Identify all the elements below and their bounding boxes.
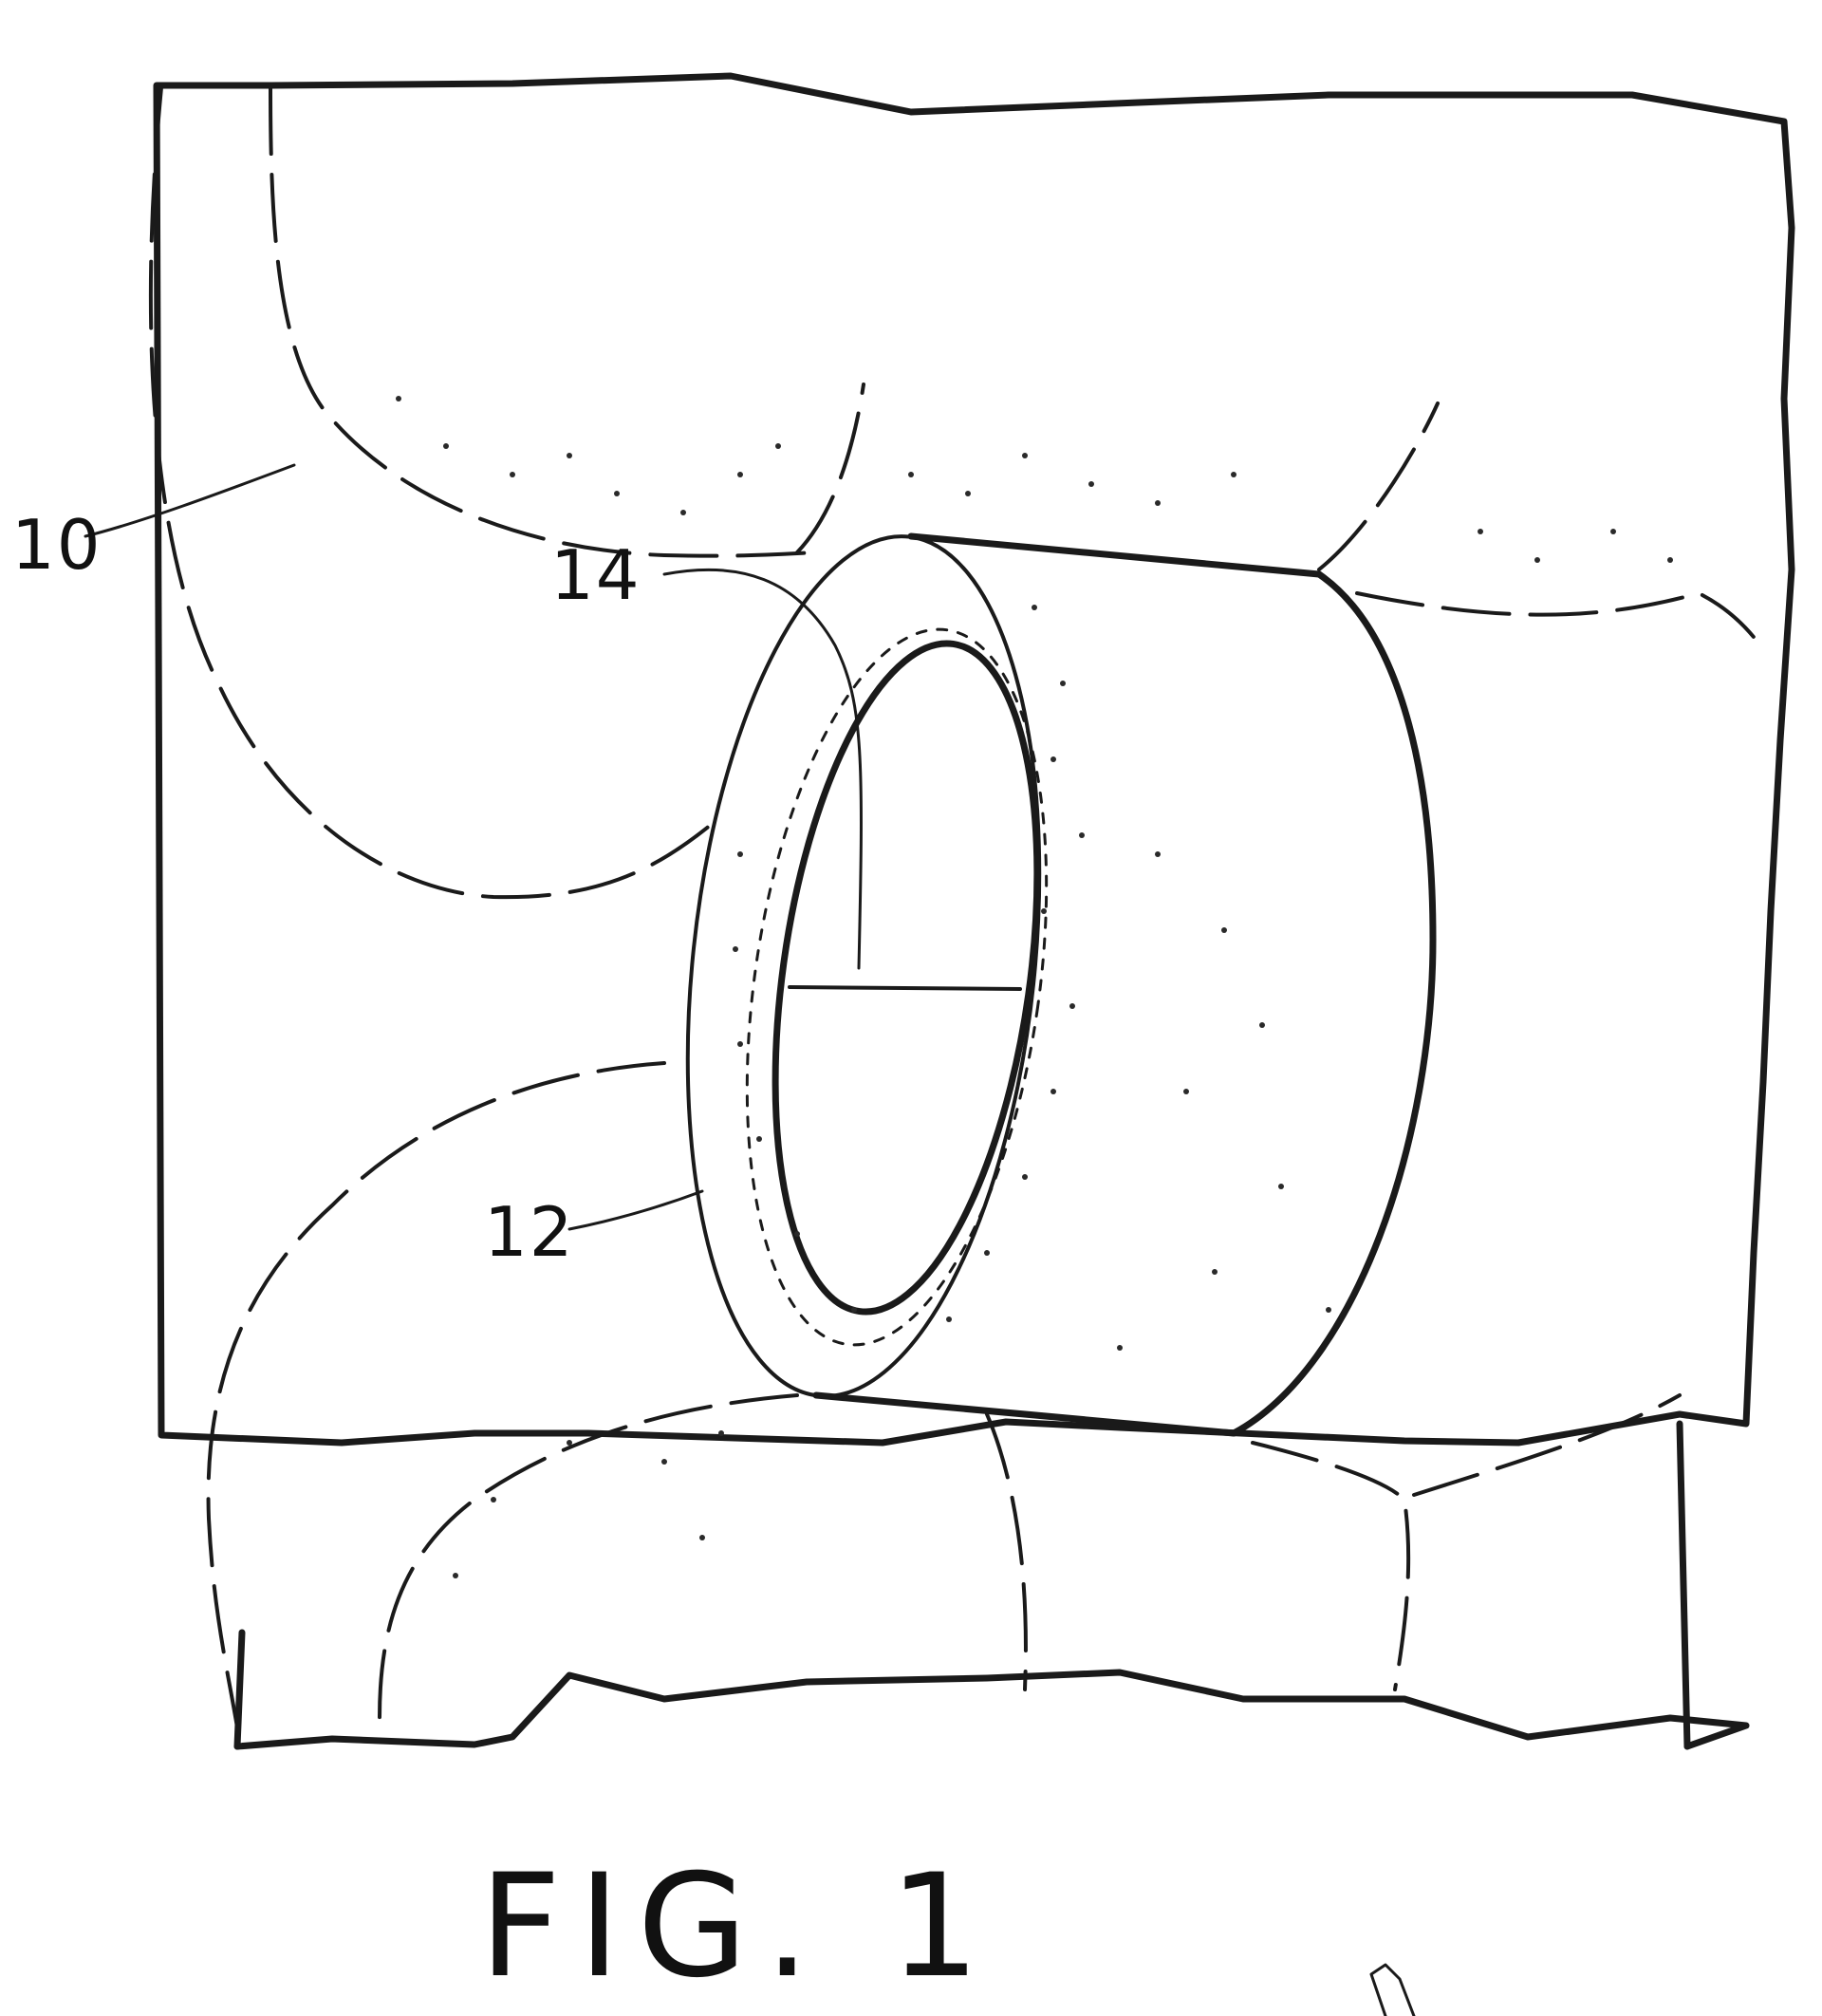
lower-fold-outer (206, 1061, 666, 1729)
upper-right-fold (1355, 591, 1762, 647)
cylinder-front-rim-outer (685, 534, 1042, 1398)
figure-caption: FIG. 1 (479, 1844, 997, 2009)
upper-ridge (795, 383, 865, 554)
cylinder-top-edge (907, 532, 1323, 578)
lower-fold-inner (378, 1393, 799, 1720)
outer-boundary (153, 72, 1795, 1447)
upper-ridge-2 (1317, 401, 1440, 571)
lower-right-fold (1251, 1441, 1411, 1691)
cylinder-front-rim-inner (772, 640, 1041, 1316)
upper-fold-outer (148, 85, 723, 900)
right-boundary-lower (1676, 1420, 1691, 1750)
leader-line-12 (567, 1189, 704, 1231)
reference-label-10: 10 (11, 505, 102, 585)
left-boundary-lower (233, 1629, 246, 1750)
lower-ridge (985, 1412, 1028, 1691)
lower-right-fold-2 (1412, 1393, 1682, 1497)
stipple-shading (396, 396, 1673, 1578)
bottom-boundary (233, 1669, 1750, 1750)
cylinder-back-rim (1230, 570, 1437, 1437)
corner-mark (1369, 1963, 1416, 2016)
reference-label-14: 14 (550, 535, 641, 615)
cylinder-inner-rim-shadow (745, 627, 1049, 1347)
leader-line-14 (662, 568, 863, 970)
slit (788, 985, 1022, 991)
upper-fold-inner (269, 85, 818, 558)
leader-line-10 (84, 463, 296, 538)
cylinder-bottom-edge (812, 1391, 1237, 1437)
reference-label-12: 12 (484, 1192, 575, 1272)
